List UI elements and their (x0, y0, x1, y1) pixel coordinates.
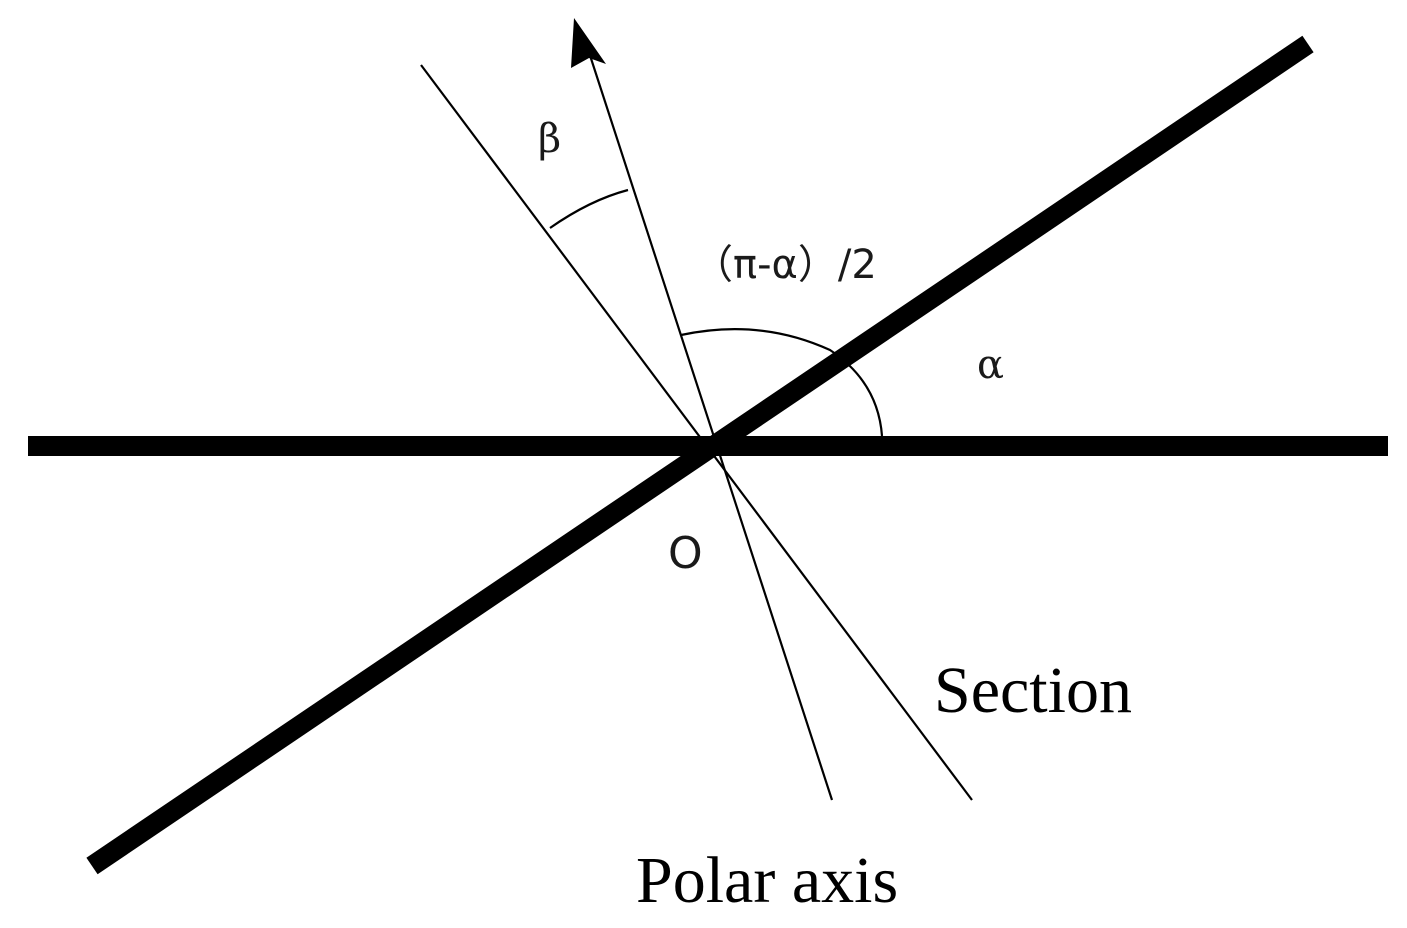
origin-label: O (668, 528, 703, 579)
polar-axis-line (583, 39, 834, 801)
inclined-line (86, 35, 1314, 875)
half-angle-label: （π-α）/2 (693, 242, 877, 288)
beta-angle-arc (549, 188, 629, 229)
section-label: Section (934, 654, 1132, 727)
section-line (420, 64, 973, 801)
polar-axis-label: Polar axis (636, 844, 898, 917)
arrowhead-icon (571, 18, 606, 68)
beta-label: β (538, 116, 561, 162)
half-angle-arc (680, 328, 884, 437)
alpha-label: α (977, 342, 1004, 388)
